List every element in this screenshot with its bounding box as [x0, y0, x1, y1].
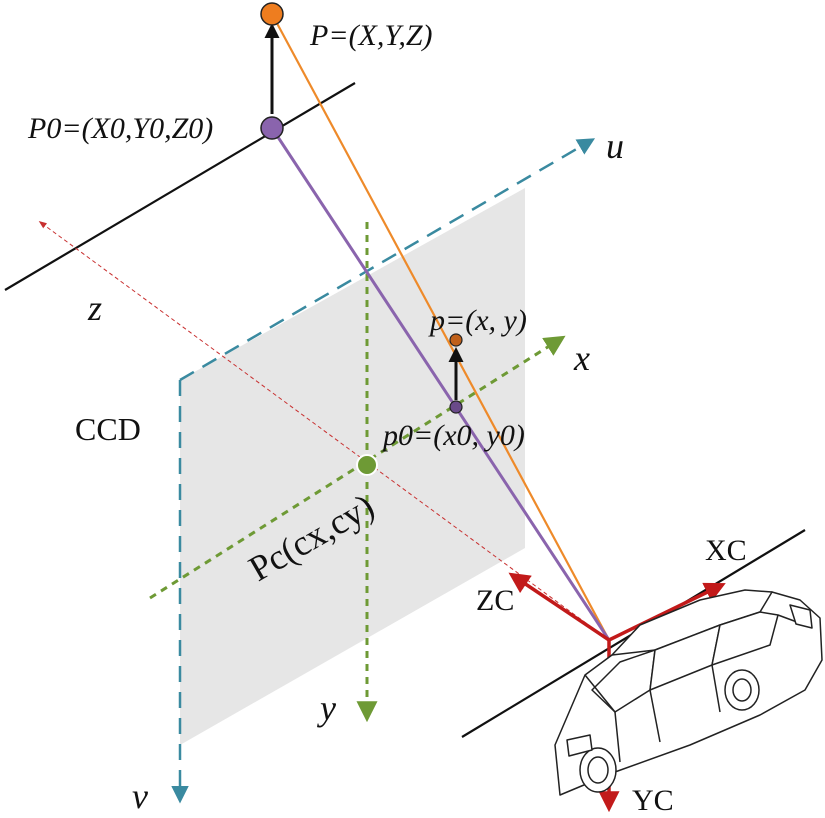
label-ccd: CCD [75, 411, 141, 447]
label-Zc: ZC [476, 584, 514, 617]
label-v: v [132, 776, 148, 816]
u-axis [179, 138, 596, 382]
car-icon [554, 589, 823, 796]
label-p: p=(x, y) [428, 304, 527, 337]
label-Xc: XC [705, 534, 747, 567]
ccd-plane [180, 188, 525, 745]
world-ground-line [4, 82, 356, 291]
label-z: z [87, 288, 102, 328]
point-P [260, 2, 284, 26]
principal-point [356, 454, 378, 476]
Xc-axis [608, 582, 726, 642]
z-axis [38, 221, 610, 641]
ray-to-P0 [270, 127, 611, 641]
ray-to-P [271, 13, 610, 641]
label-u: u [606, 126, 624, 166]
label-p0: p0=(x0, y0) [381, 419, 525, 452]
label-Yc: YC [632, 784, 674, 817]
label-y: y [317, 688, 336, 728]
Zc-axis [508, 572, 610, 642]
label-P0: P0=(X0,Y0,Z0) [27, 112, 213, 145]
point-p0 [449, 400, 463, 414]
x-axis [149, 335, 566, 600]
point-p [449, 333, 463, 347]
label-P: P=(X,Y,Z) [309, 19, 433, 52]
label-x: x [573, 338, 590, 378]
point-P0 [260, 116, 284, 140]
